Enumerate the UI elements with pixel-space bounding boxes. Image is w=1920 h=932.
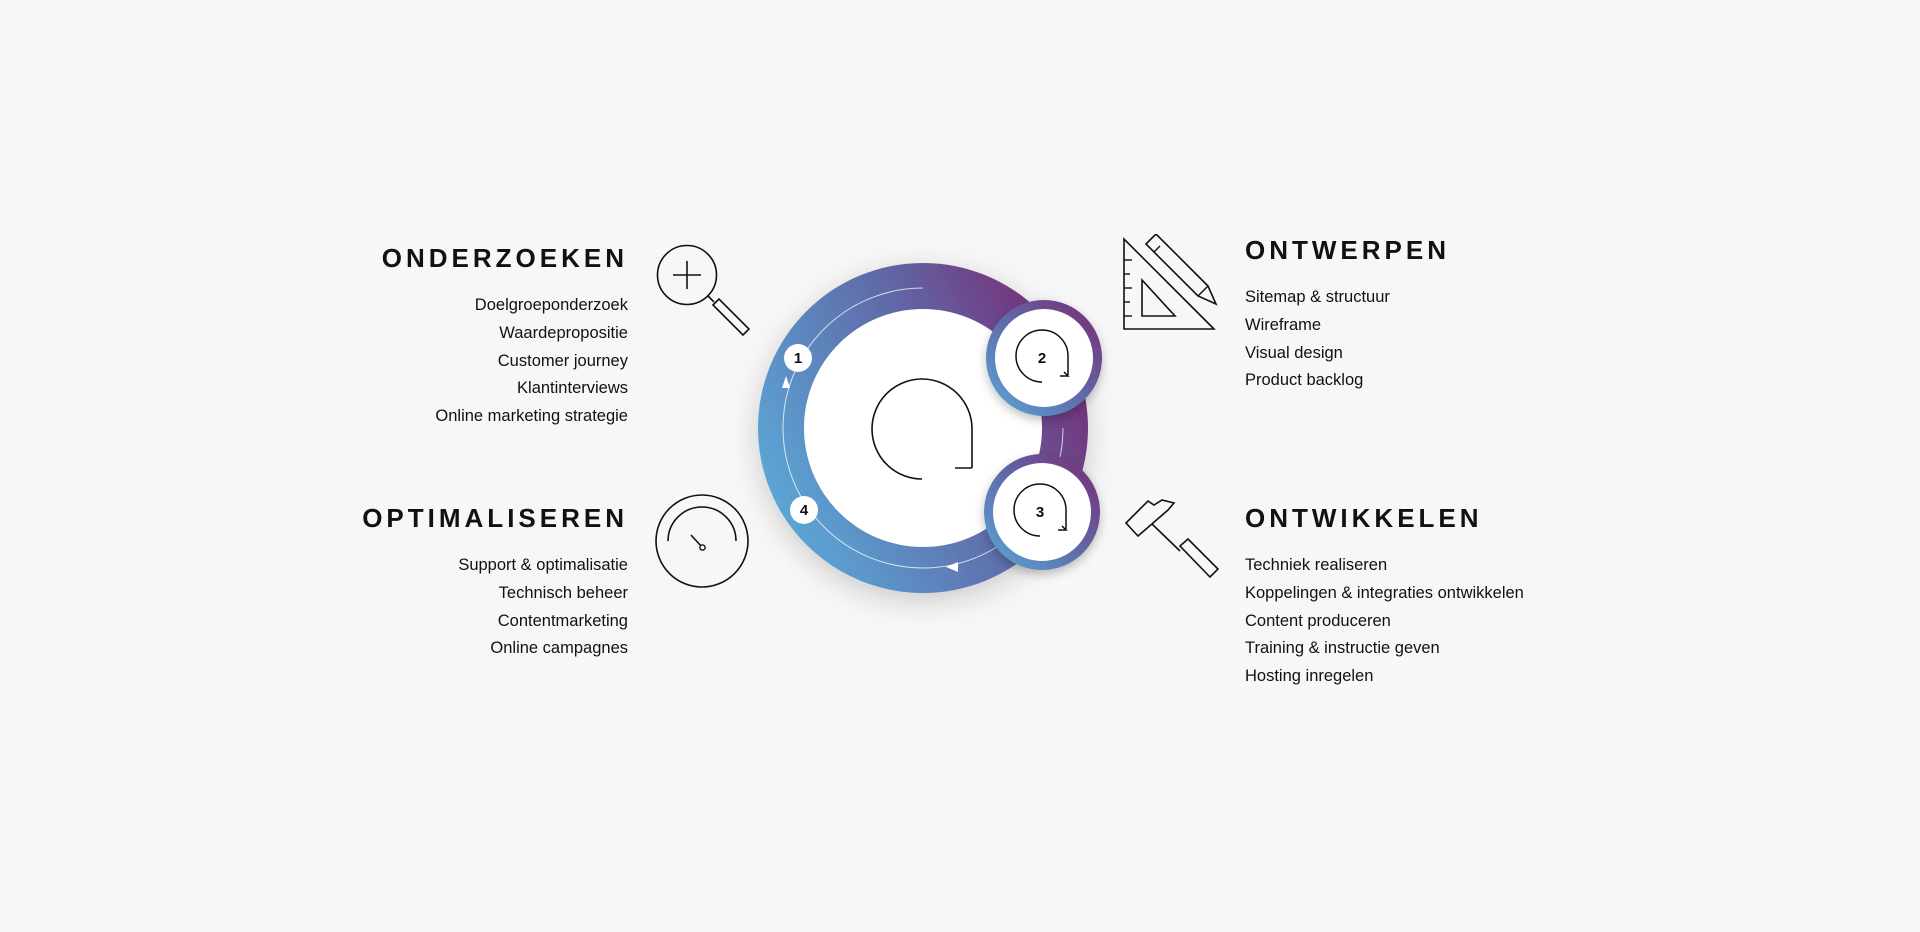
list-item: Waardepropositie bbox=[499, 323, 628, 342]
list-item: Contentmarketing bbox=[497, 611, 628, 630]
list-item: Product backlog bbox=[1245, 371, 1364, 390]
set-square-pencil-icon bbox=[1120, 232, 1220, 339]
step-4-badge: 4 bbox=[790, 496, 818, 524]
list-item: Online marketing strategie bbox=[435, 407, 628, 426]
phase-list-ontwikkelen: Techniek realiseren Koppelingen & integr… bbox=[1245, 552, 1524, 691]
phase-list-optimaliseren: Support & optimalisatie Technisch beheer… bbox=[362, 552, 628, 663]
refresh-cycle-icon bbox=[871, 378, 973, 480]
list-item: Support & optimalisatie bbox=[458, 556, 628, 574]
step-3-badge: 3 bbox=[984, 454, 1100, 570]
list-item: Online campagnes bbox=[490, 639, 628, 658]
step-4-label: 4 bbox=[800, 502, 809, 519]
phase-ontwikkelen: ONTWIKKELEN Techniek realiseren Koppelin… bbox=[1245, 502, 1524, 691]
phase-list-ontwerpen: Sitemap & structuur Wireframe Visual des… bbox=[1245, 284, 1450, 395]
step-3-label: 3 bbox=[1036, 504, 1044, 521]
list-item: Training & instructie geven bbox=[1245, 639, 1440, 658]
inner-disc bbox=[804, 309, 1042, 547]
gauge-icon bbox=[654, 493, 750, 594]
list-item: Content produceren bbox=[1245, 611, 1391, 630]
cycle-diagram: 1 4 2 3 bbox=[726, 232, 1126, 637]
list-item: Techniek realiseren bbox=[1245, 556, 1388, 574]
list-item: Doelgroeponderzoek bbox=[474, 296, 628, 314]
step-1-badge: 1 bbox=[784, 344, 812, 372]
track-arrow-up bbox=[782, 376, 790, 388]
list-item: Hosting inregelen bbox=[1245, 667, 1374, 686]
phase-onderzoeken: ONDERZOEKEN Doelgroeponderzoek Waardepro… bbox=[382, 242, 628, 431]
list-item: Technisch beheer bbox=[498, 583, 628, 602]
list-item: Wireframe bbox=[1245, 315, 1322, 334]
phase-ontwerpen: ONTWERPEN Sitemap & structuur Wireframe … bbox=[1245, 234, 1450, 395]
phase-title-ontwerpen: ONTWERPEN bbox=[1245, 235, 1450, 265]
list-item: Sitemap & structuur bbox=[1245, 288, 1390, 306]
list-item: Klantinterviews bbox=[517, 379, 628, 398]
phase-title-optimaliseren: OPTIMALISEREN bbox=[362, 503, 628, 533]
phase-title-onderzoeken: ONDERZOEKEN bbox=[381, 243, 628, 273]
hammer-icon bbox=[1122, 496, 1222, 591]
list-item: Customer journey bbox=[497, 351, 628, 370]
phase-list-onderzoeken: Doelgroeponderzoek Waardepropositie Cust… bbox=[382, 292, 628, 431]
phase-title-ontwikkelen: ONTWIKKELEN bbox=[1245, 503, 1483, 533]
list-item: Visual design bbox=[1245, 343, 1343, 362]
magnifier-icon bbox=[655, 241, 755, 346]
list-item: Koppelingen & integraties ontwikkelen bbox=[1245, 583, 1524, 602]
step-1-label: 1 bbox=[794, 350, 802, 367]
step-2-badge: 2 bbox=[986, 300, 1102, 416]
step-2-label: 2 bbox=[1038, 350, 1046, 367]
track-arrow-left bbox=[946, 562, 958, 572]
phase-optimaliseren: OPTIMALISEREN Support & optimalisatie Te… bbox=[362, 502, 628, 663]
